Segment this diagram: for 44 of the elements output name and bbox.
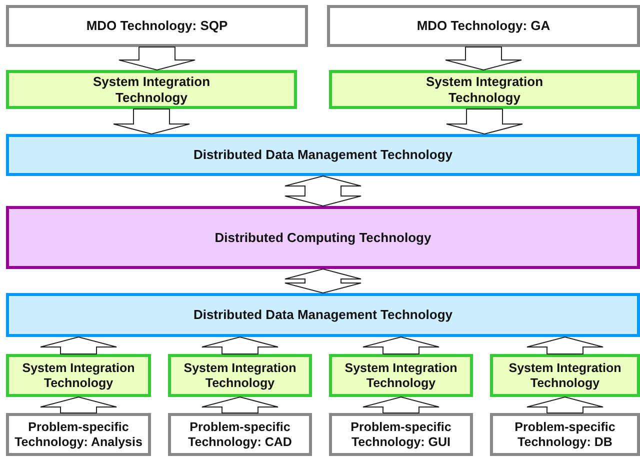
box-label: System Integration Technology [424, 74, 544, 106]
computing-layer-band [6, 206, 640, 269]
box-label: System Integration Technology [92, 74, 212, 106]
technology-box [6, 5, 308, 47]
block-arrow [445, 46, 522, 71]
block-arrow [526, 336, 604, 354]
technology-box [327, 5, 640, 47]
integration-box [6, 70, 297, 109]
block-arrow [284, 175, 362, 207]
block-arrow [446, 108, 523, 135]
technology-box [168, 413, 312, 456]
box-label: System Integration Technology [344, 360, 458, 390]
box-label: Problem-specific Technology: Analysis [14, 420, 144, 450]
box-label: System Integration Technology [508, 360, 622, 390]
data-layer-band [6, 293, 640, 337]
block-arrow [202, 396, 278, 414]
box-label: Distributed Computing Technology [214, 230, 432, 246]
box-label: System Integration Technology [21, 360, 136, 390]
technology-box [490, 413, 640, 456]
block-arrow [113, 108, 190, 135]
integration-box [329, 70, 640, 109]
box-label: Problem-specific Technology: CAD [187, 420, 293, 450]
integration-box [168, 354, 312, 397]
integration-box [6, 354, 151, 397]
integration-box [329, 354, 473, 397]
box-label: System Integration Technology [182, 360, 298, 390]
technology-box [329, 413, 473, 456]
box-label: MDO Technology: GA [416, 18, 550, 34]
box-label: Problem-specific Technology: DB [514, 420, 616, 450]
block-arrow [284, 268, 362, 294]
box-label: Distributed Data Management Technology [193, 147, 453, 163]
box-label: Distributed Data Management Technology [193, 307, 453, 323]
block-arrow [40, 396, 117, 414]
block-arrow [40, 336, 117, 354]
box-label: MDO Technology: SQP [86, 18, 228, 34]
block-arrow [202, 336, 278, 354]
data-layer-band [6, 134, 640, 176]
block-arrow [118, 46, 196, 71]
box-label: Problem-specific Technology: GUI [350, 420, 452, 450]
block-arrow [362, 396, 440, 414]
block-arrow [362, 336, 440, 354]
technology-box [6, 413, 151, 456]
block-arrow [526, 396, 604, 414]
integration-box [490, 354, 640, 397]
